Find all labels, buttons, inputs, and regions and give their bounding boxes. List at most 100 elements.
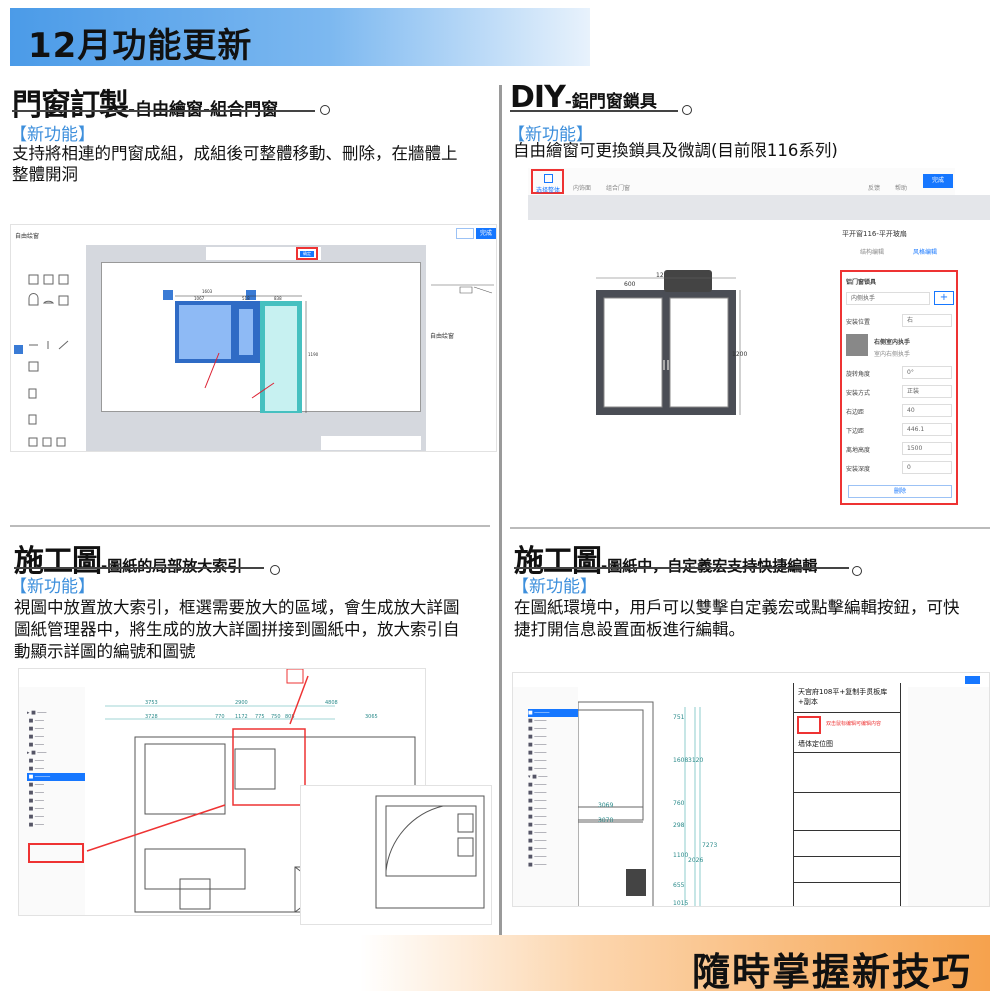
dim-label: 3069 <box>598 802 613 809</box>
done-button[interactable]: 完成 <box>476 228 496 239</box>
field-label: 安装位置 <box>846 319 871 326</box>
confirm-highlight: 确定 <box>296 247 318 260</box>
select-whole-button[interactable]: 选择整体 <box>531 169 564 194</box>
tab-structure[interactable]: 结构编辑 <box>860 249 885 256</box>
vertical-divider <box>499 85 502 935</box>
right-panel: 自由绘窗 <box>426 245 496 451</box>
footer-banner: 隨時掌握新技巧 <box>360 935 990 994</box>
lock-thumbnail <box>846 334 868 356</box>
drawing-tree: ▸ ■ ─── ■ ─── ■ ─── ■ ─── ■ ───▸ ■ ─── ■… <box>19 687 85 915</box>
section2-heading: DIY-鋁門窗鎖具 <box>510 80 657 115</box>
field-label: 安装深度 <box>846 466 871 473</box>
detail-drawing-preview <box>300 785 492 925</box>
field-label: 离地高度 <box>846 447 871 454</box>
field-label: 下边距 <box>846 428 865 435</box>
group-popup: 确定 <box>206 247 321 260</box>
dim-label: 1603 <box>202 289 213 294</box>
dim-label: 3065 <box>365 714 378 720</box>
info-panel <box>908 687 989 906</box>
title-banner: 12月功能更新 <box>10 8 590 66</box>
lock-type-select[interactable]: 内侧执手 <box>846 292 930 305</box>
horizontal-divider <box>10 525 490 527</box>
circle-mark <box>320 105 330 115</box>
dim-label: 808 <box>285 714 295 720</box>
dim-label: 838 <box>274 296 282 301</box>
section4-description: 在圖紙環境中，用戶可以雙擊自定義宏或點擊編輯按鈕，可快捷打開信息設置面板進行編輯… <box>514 597 960 641</box>
height-input[interactable]: 1500 <box>902 442 952 455</box>
heading-underline <box>510 110 678 112</box>
heading-main: DIY <box>510 80 566 115</box>
text-line: 視圖中放置放大索引，框選需要放大的區域，會生成放大詳圖 <box>14 598 460 617</box>
dim-label: 3120 <box>688 757 703 764</box>
install-method-select[interactable]: 正装 <box>902 385 952 398</box>
lock-editor-toolbar: 选择整体 内饰面 组合门窗 反馈 帮助 完成 <box>528 168 955 195</box>
install-position-select[interactable]: 右 <box>902 314 952 327</box>
screenshot-macro-edit: ■ ─────■ ────■ ────■ ────■ ────■ ────■ ─… <box>512 672 990 907</box>
dim-label: 770 <box>215 714 225 720</box>
toolbar-feedback-button[interactable]: 反馈 <box>868 185 881 192</box>
heading-underline <box>514 567 849 569</box>
new-feature-tag: 【新功能】 <box>10 125 95 145</box>
tab-style[interactable]: 风格编辑 <box>913 249 938 256</box>
panel-title: 自由绘窗 <box>430 333 455 340</box>
dim-label: 3753 <box>145 700 158 706</box>
lock-name: 右侧室内执手 <box>874 339 911 346</box>
toolbar: 自由绘窗 完成 <box>11 225 496 245</box>
new-feature-tag: 【新功能】 <box>508 125 593 145</box>
dim-label: 751 <box>673 714 685 721</box>
detail-tree-highlight <box>28 843 84 863</box>
done-button[interactable]: 完成 <box>923 174 953 188</box>
dim-label: 600 <box>624 281 636 288</box>
zoom-controls[interactable] <box>321 436 421 450</box>
macro-highlight[interactable] <box>797 716 821 734</box>
section4-heading: 施工圖-圖紙中，自定義宏支持快捷編輯 <box>514 536 817 580</box>
text-line: 動顯示詳圖的編號和圖號 <box>14 642 196 661</box>
preview-diagram <box>431 284 494 294</box>
add-lock-button[interactable]: + <box>934 291 954 305</box>
project-title: 天宫府108平+复制手贯板库+副本 <box>794 683 900 713</box>
new-feature-tag: 【新功能】 <box>512 577 597 597</box>
section1-description: 支持將相連的門窗成組，成組後可整體移動、刪除，在牆體上整體開洞 <box>12 143 458 185</box>
section3-heading: 施工圖-圖紙的局部放大索引 <box>14 536 242 580</box>
export-button[interactable] <box>965 676 980 684</box>
panel-title: 平开窗116-平开玻扇 <box>842 230 907 238</box>
left-palette <box>11 245 86 451</box>
toolbar-help-button[interactable]: 帮助 <box>895 185 908 192</box>
circle-mark <box>682 105 692 115</box>
confirm-group-button[interactable]: 确定 <box>300 251 314 257</box>
app-title: 自由绘窗 <box>15 233 40 240</box>
dim-label: 7273 <box>702 842 717 849</box>
section2-description: 自由繪窗可更換鎖具及微調(目前限116系列) <box>513 141 838 160</box>
dim-label: 518 <box>242 296 250 301</box>
edit-hint: 双击鼠标编辑可编辑内容 <box>826 721 882 727</box>
right-margin-input[interactable]: 40 <box>902 404 952 417</box>
text-line: 整體開洞 <box>12 165 78 184</box>
circle-mark <box>852 566 862 576</box>
lock-desc: 室内右侧执手 <box>874 351 911 358</box>
dim-label: 1172 <box>235 714 248 720</box>
drawing-tree: ■ ─────■ ────■ ────■ ────■ ────■ ────■ ─… <box>513 687 578 906</box>
title-block: 天宫府108平+复制手贯板库+副本 双击鼠标编辑可编辑内容 墙体定位图 <box>793 683 901 906</box>
rotation-select[interactable]: 0° <box>902 366 952 379</box>
heading-main: 施工圖 <box>514 544 602 579</box>
toolbar-combine-button[interactable]: 组合门窗 <box>606 185 631 192</box>
delete-button[interactable]: 删除 <box>848 485 952 498</box>
bottom-margin-input[interactable]: 446.1 <box>902 423 952 436</box>
heading-underline <box>14 567 264 569</box>
select-icon <box>544 174 553 183</box>
dim-label: 1100 <box>673 852 688 859</box>
plan-name: 墙体定位图 <box>798 740 833 748</box>
toolbar-interior-button[interactable]: 内饰面 <box>573 185 592 192</box>
toolbar-label: 选择整体 <box>536 187 561 194</box>
dim-label: 1200 <box>732 351 747 358</box>
field-label: 安装方式 <box>846 390 871 397</box>
save-button[interactable] <box>456 228 474 239</box>
section-title: 铝门窗锁具 <box>846 279 877 286</box>
depth-input[interactable]: 0 <box>902 461 952 474</box>
properties-panel: 平开窗116-平开玻扇 结构编辑 风格编辑 铝门窗锁具 内侧执手 + 安装位置 … <box>838 225 960 510</box>
